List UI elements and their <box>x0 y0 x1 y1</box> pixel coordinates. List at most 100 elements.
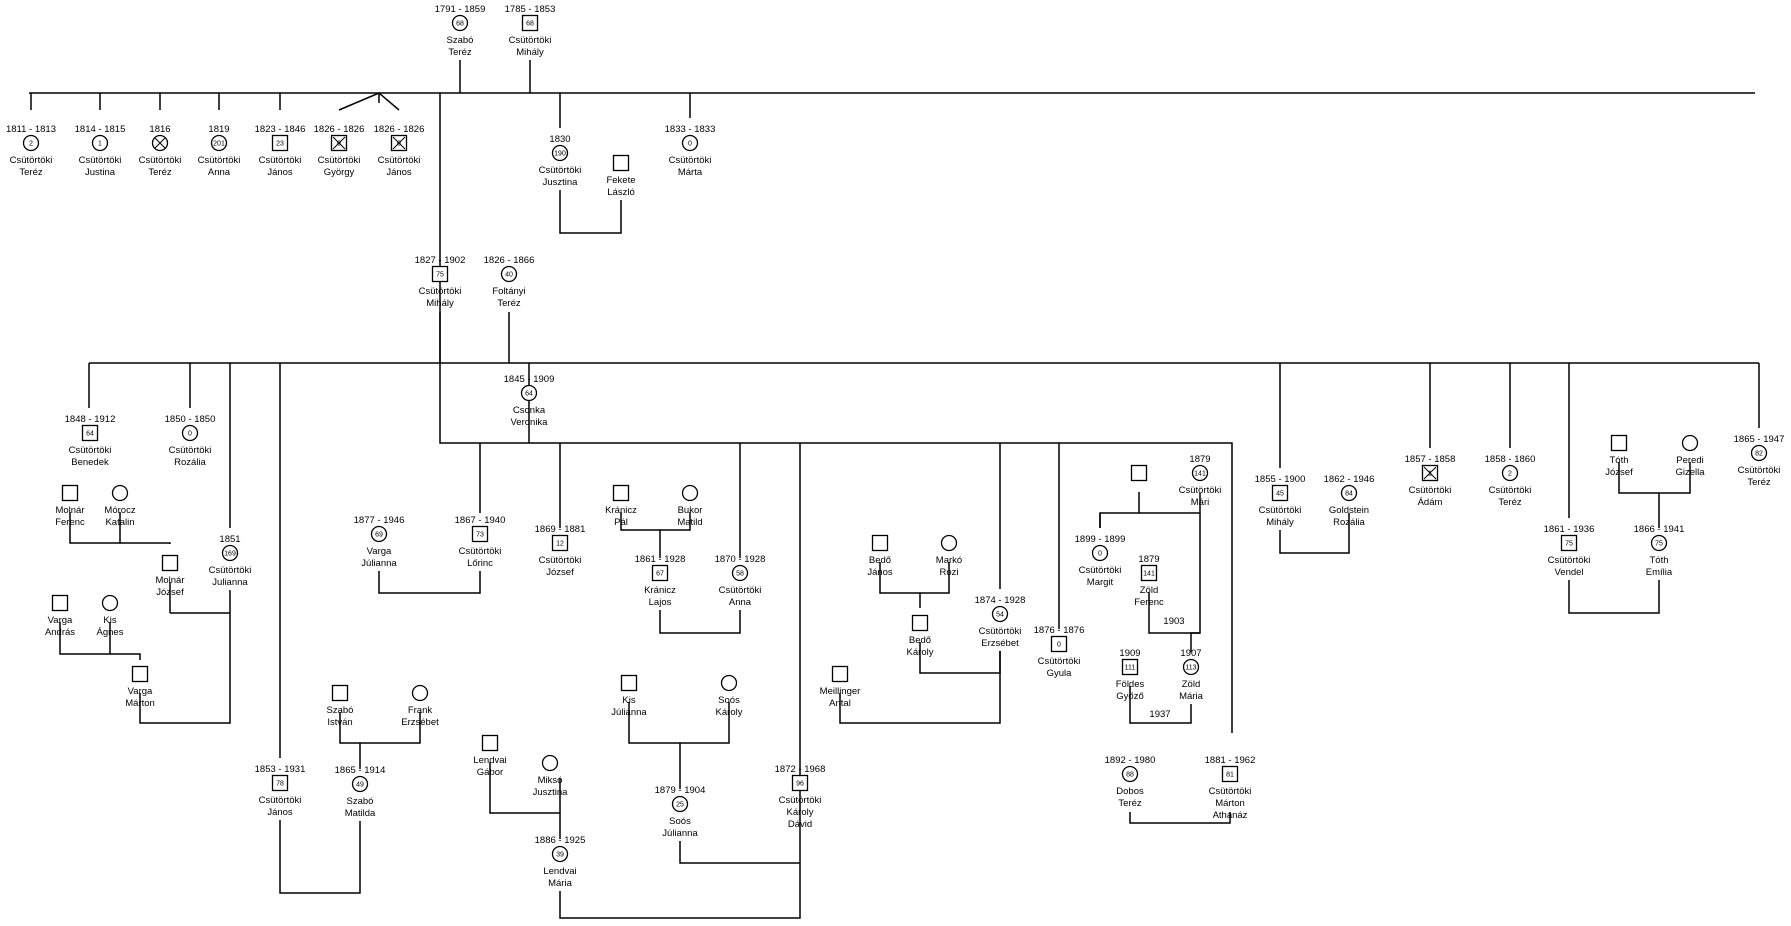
person-name-line: Károly <box>787 807 814 818</box>
connector-line <box>279 820 361 894</box>
person-name-line: Károly <box>907 647 934 658</box>
age-badge: 64 <box>525 391 533 398</box>
male-square-icon <box>271 774 289 792</box>
female-circle-icon <box>551 144 569 162</box>
person-name-line: Zöld <box>1182 679 1200 690</box>
person-name-line: Csütörtöki <box>1409 485 1452 496</box>
person-name-line: Csütörtöki <box>719 585 762 596</box>
person-name-line: Márta <box>678 167 703 178</box>
age-badge: 58 <box>736 571 744 578</box>
person-name-line: Margit <box>1087 577 1114 588</box>
person-years: 1865 - 1914 <box>335 765 386 776</box>
connector-line <box>1568 580 1660 614</box>
person-name-line: Márton <box>125 698 155 709</box>
person-name-line: Kis <box>103 615 116 626</box>
person-name-line: Tóth <box>1609 455 1628 466</box>
connector-line <box>489 762 561 839</box>
person-name-line: Jusztina <box>533 787 569 798</box>
person-name-line: Mária <box>1179 691 1203 702</box>
person-node[interactable] <box>1130 464 1148 482</box>
person-years: 1853 - 1931 <box>255 764 306 775</box>
person-name-line: Soós <box>669 816 691 827</box>
person-name-line: Csütörtöki <box>419 286 462 297</box>
female-circle-icon <box>1650 534 1668 552</box>
person-name-line: Bukor <box>678 505 703 516</box>
female-circle-icon <box>101 594 119 612</box>
connector-line <box>1279 530 1350 554</box>
female-circle-icon <box>22 134 40 152</box>
person-name-line: Goldstein <box>1329 505 1369 516</box>
person-years: 1827 - 1902 <box>415 255 466 266</box>
person-name-line: Csütörtöki <box>259 155 302 166</box>
male-square-icon <box>481 734 499 752</box>
person-name-line: Csütörtöki <box>669 155 712 166</box>
person-name-line: Vendel <box>1554 567 1583 578</box>
